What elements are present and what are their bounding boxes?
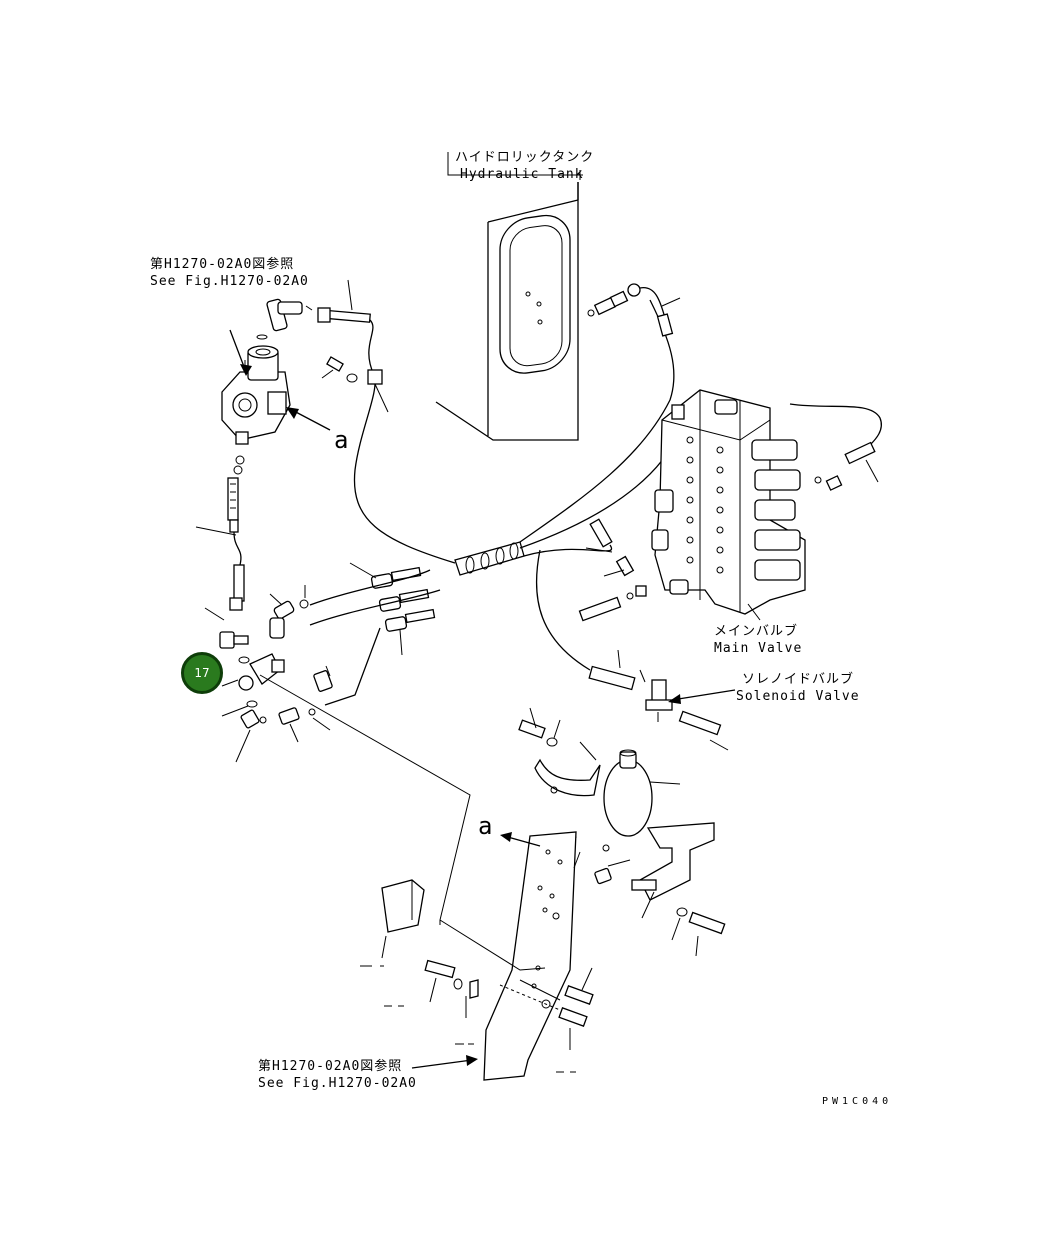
solenoid-valve-label-jp: ソレノイドバルブ (742, 671, 854, 687)
pilot-valve (221, 329, 331, 445)
marker-a-top: a (334, 426, 348, 454)
tank-return-hose (587, 283, 681, 337)
elbow-fitting-top (256, 298, 313, 340)
ref-bottom-label-en: See Fig.H1270-02A0 (258, 1076, 417, 1091)
main-valve (578, 389, 882, 622)
solenoid-valve-label-en: Solenoid Valve (736, 689, 860, 704)
mounting-plate (439, 831, 581, 1081)
hose-left (195, 455, 245, 611)
ref-bottom-label-jp: 第H1270-02A0図参照 (258, 1058, 402, 1074)
marker-a-bottom: a (478, 812, 492, 840)
cover-box (360, 879, 425, 967)
ref-top-label-en: See Fig.H1270-02A0 (150, 274, 309, 289)
ref-top-label-jp: 第H1270-02A0図参照 (150, 256, 294, 272)
ref-arrow-bottom (411, 1059, 473, 1069)
figure-code: PW1C040 (822, 1096, 892, 1107)
bolts-bottom (384, 907, 726, 1073)
hydraulic-tank-label-en: Hydraulic Tank (460, 167, 584, 182)
hydraulic-tank-label-jp: ハイドロリックタンク (455, 150, 594, 165)
callout-17[interactable]: 17 (181, 652, 223, 694)
fittings-left-cluster (204, 562, 441, 763)
hose-sleeve (454, 299, 681, 671)
hydraulic-tank (435, 152, 583, 441)
clamp-bracket (518, 707, 601, 797)
main-valve-label-jp: メインバルブ (714, 623, 798, 639)
routing-line (259, 674, 471, 925)
main-valve-label-en: Main Valve (714, 641, 802, 656)
accumulator (594, 749, 715, 919)
main-valve-leader (747, 603, 761, 621)
solenoid-valve (588, 649, 736, 751)
hose-top-center (317, 279, 456, 564)
callout-17-number: 17 (194, 666, 210, 680)
